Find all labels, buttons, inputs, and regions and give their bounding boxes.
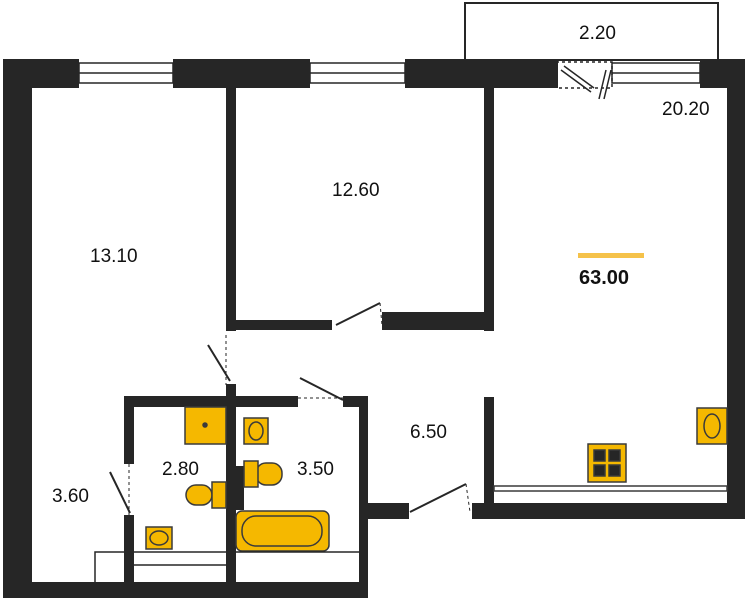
area-room-left: 13.10 (90, 246, 138, 267)
walls (3, 59, 745, 598)
fixtures (145, 406, 728, 552)
lower-details (94, 551, 359, 598)
bathtub (235, 510, 330, 552)
area-balcony: 2.20 (579, 23, 616, 44)
total-accent-bar (578, 253, 644, 258)
total-area: 63.00 (579, 267, 629, 289)
area-hallway: 6.50 (410, 422, 447, 443)
area-bathroom-2: 3.50 (297, 459, 334, 480)
balcony-outline (464, 2, 719, 61)
area-living-kitchen: 20.20 (662, 99, 710, 120)
area-bathroom: 2.80 (162, 459, 199, 480)
toilet (185, 484, 213, 506)
area-bedroom: 12.60 (332, 180, 380, 201)
doors (109, 302, 471, 515)
toilet-2 (255, 462, 283, 486)
balcony-door (555, 61, 613, 100)
area-corridor-left: 3.60 (52, 486, 89, 507)
windows (78, 62, 701, 84)
